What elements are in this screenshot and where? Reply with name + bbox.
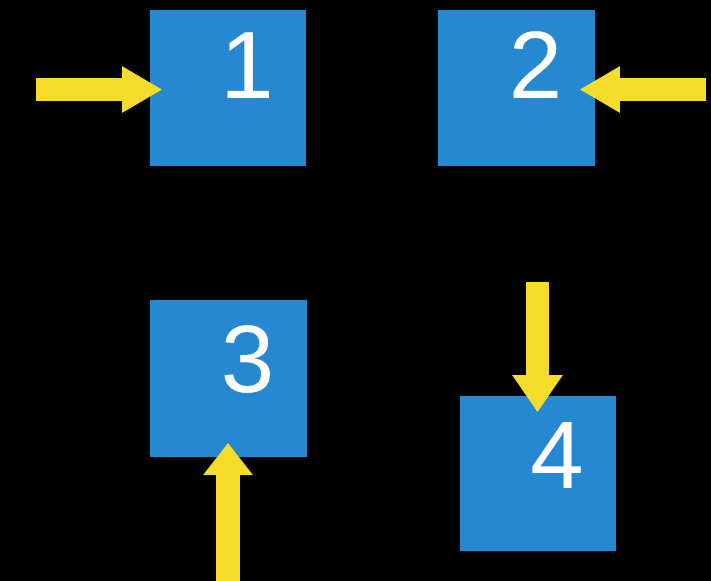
node-box-2[interactable] bbox=[438, 10, 595, 166]
node-box-1[interactable] bbox=[150, 10, 306, 166]
arrow-right-icon bbox=[36, 66, 162, 113]
arrow-left-icon bbox=[580, 66, 706, 113]
node-box-4[interactable] bbox=[460, 396, 616, 551]
arrow-down-icon bbox=[512, 282, 563, 412]
node-label-4: 4 bbox=[530, 402, 584, 509]
node-label-1: 1 bbox=[220, 12, 274, 119]
node-label-2: 2 bbox=[508, 12, 563, 119]
node-label-3: 3 bbox=[220, 306, 275, 413]
arrow-up-icon bbox=[203, 443, 253, 581]
node-box-3[interactable] bbox=[150, 300, 307, 457]
